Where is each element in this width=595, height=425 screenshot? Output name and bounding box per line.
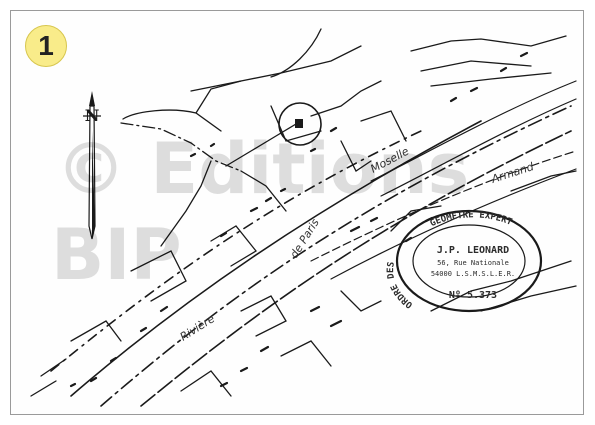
main-road (50, 105, 572, 407)
stamp-line-3: 54000 L.S.M.S.L.E.R. (431, 270, 515, 278)
svg-text:GEOMETRE EXPERT: GEOMETRE EXPERT (429, 210, 514, 229)
surveyor-stamp: GEOMETRE EXPERT ORDRE DES J.P. LEONARD 5… (386, 209, 543, 313)
north-arrow-icon: N (83, 91, 101, 240)
location-marker (278, 102, 322, 146)
stamp-name: J.P. LEONARD (437, 245, 509, 256)
railway-lines (310, 80, 577, 280)
stamp-arc-left: ORDRE DES (386, 261, 415, 310)
stamp-arc-top: GEOMETRE EXPERT (429, 210, 514, 229)
stamp-number: Nº 5.373 (449, 290, 497, 301)
map-frame: N Moselle de Paris Rivière Armand GEOMET… (10, 10, 584, 415)
svg-text:ORDRE DES: ORDRE DES (386, 261, 415, 310)
parcel-outlines (30, 28, 577, 397)
building-marks (69, 51, 529, 388)
street-label-armand: Armand (489, 160, 536, 186)
stamp-line-2: 56, Rue Nationale (437, 259, 509, 267)
north-label: N (85, 106, 100, 125)
cadastral-map: N Moselle de Paris Rivière Armand GEOMET… (30, 28, 577, 407)
street-label-riviere: Rivière (178, 312, 218, 343)
plate-number-badge: 1 (25, 25, 67, 67)
